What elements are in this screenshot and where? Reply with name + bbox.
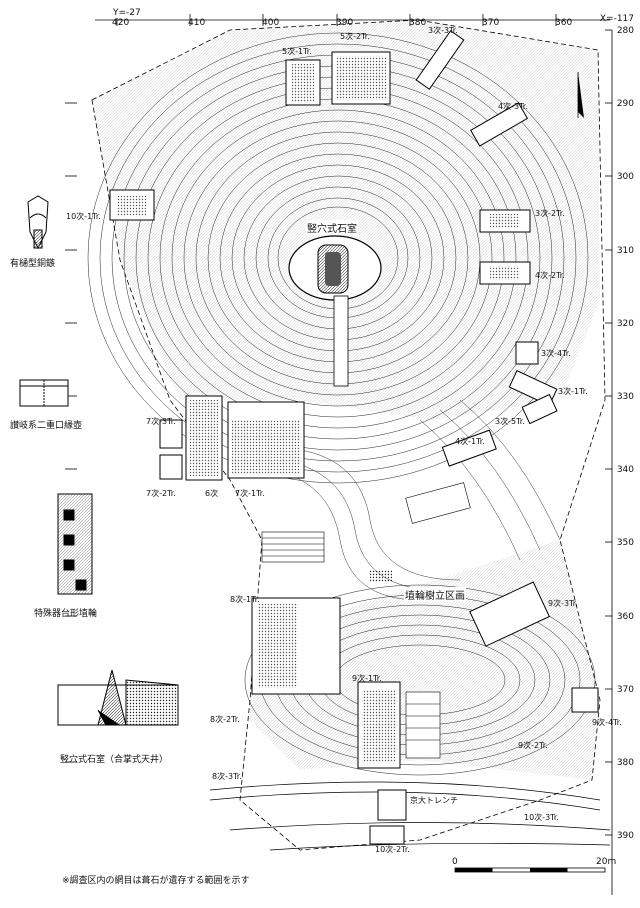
trench-label-9-3: 9次-3Tr. (548, 599, 578, 608)
trench-9-4 (571, 687, 599, 713)
x-tick-5: 330 (616, 392, 634, 402)
right-axis (605, 29, 613, 895)
trench-4-1 (441, 429, 497, 467)
trench-label-10-3: 10次-3Tr. (524, 813, 559, 822)
trench-label-8-2: 8次-2Tr. (210, 715, 240, 724)
trench-7-3 (159, 419, 183, 449)
trench-3-5 (521, 393, 558, 425)
haniwa-area-marker (370, 570, 392, 582)
y-tick-5: 370 (482, 18, 500, 28)
x-tick-8: 360 (616, 612, 634, 622)
trench-10-2 (369, 825, 405, 845)
trench-label-3-5: 3次-5Tr. (495, 417, 525, 426)
trench-label-7-3: 7次-3Tr. (146, 417, 176, 426)
trench-label-9-2: 9次-2Tr. (518, 741, 548, 750)
trench-label-5-2: 5次-2Tr. (340, 32, 370, 41)
scale-start-label: 0 (452, 857, 458, 867)
scale-end-label: 20m (596, 857, 617, 867)
y-prefix: Y=-27 (113, 8, 141, 18)
trench-3-3 (415, 30, 465, 90)
y-tick-1: 410 (188, 18, 206, 28)
trench-label-4-1: 4次-1Tr. (455, 437, 485, 446)
legend-special-haniwa: 特殊器台形埴輪 (34, 609, 98, 619)
trench-label-7-1: 7次-1Tr. (235, 489, 265, 498)
x-tick-1: 290 (616, 99, 634, 109)
sanuki-pot-drawing (19, 379, 69, 407)
trench-3-4 (515, 341, 539, 365)
trench-label-6: 6次 (205, 489, 219, 498)
x-prefix: X=-117 (599, 14, 634, 24)
legend-chamber-roof: 竪穴式石室（合掌式天井） (60, 755, 169, 765)
legend-bronze-arrow: 有樋型銅鏃 (10, 259, 56, 269)
y-tick-2: 400 (262, 18, 280, 28)
y-tick-0: 420 (112, 18, 130, 28)
trench-label-4-3: 4次-3Tr. (498, 102, 528, 111)
y-tick-3: 390 (336, 18, 354, 28)
trench-label-7-2: 7次-2Tr. (146, 489, 176, 498)
y-tick-4: 380 (409, 18, 427, 28)
roads (209, 781, 611, 851)
left-ticks (65, 102, 77, 763)
y-tick-6: 360 (555, 18, 573, 28)
trench-label-9-4: 9次-4Tr. (592, 718, 622, 727)
trench-label-3-3: 3次-3Tr. (428, 26, 458, 35)
trench-label-3-2: 3次-2Tr. (535, 209, 565, 218)
special-haniwa-drawing (57, 493, 93, 595)
kyodai-trench-label: 京大トレンチ (410, 796, 458, 805)
trench-label-5-1: 5次-1Tr. (282, 47, 312, 56)
trench-9-3 (469, 581, 550, 647)
x-tick-7: 350 (616, 538, 634, 548)
x-tick-3: 310 (616, 246, 634, 256)
middle-slope-contours (269, 399, 561, 601)
scale-bar (454, 867, 606, 873)
x-tick-11: 390 (616, 831, 634, 841)
trench-label-8-3: 8次-3Tr. (212, 772, 242, 781)
x-tick-4: 320 (616, 319, 634, 329)
trench-4-3 (470, 102, 529, 147)
steps (261, 482, 471, 759)
trench-label-4-2: 4次-2Tr. (535, 271, 565, 280)
figure-note: ※調査区内の網目は葺石が遺存する範囲を示す (62, 876, 250, 886)
trench-7-2 (159, 454, 183, 480)
trench-label-3-4: 3次-4Tr. (541, 349, 571, 358)
trench-label-9-1: 9次-1Tr. (352, 674, 382, 683)
fukiishi-remains (116, 56, 520, 762)
bronze-arrowhead-drawing (27, 195, 49, 250)
x-tick-2: 300 (616, 172, 634, 182)
x-tick-9: 370 (616, 685, 634, 695)
x-tick-0: 280 (616, 26, 634, 36)
trench-label-8-1: 8次-1Tr. (230, 595, 260, 604)
x-tick-10: 380 (616, 758, 634, 768)
trench-label-3-1: 3次-1Tr. (558, 387, 588, 396)
center-chamber-label: 竪穴式石室 (306, 220, 358, 235)
trench-label-10-1: 10次-1Tr. (66, 212, 101, 221)
chamber-roof-drawing (57, 669, 179, 726)
trench-label-10-2: 10次-2Tr. (375, 845, 410, 854)
legend-sanuki-pot: 讃岐系二重口縁壺 (10, 421, 83, 431)
top-axis (95, 14, 610, 26)
trench-10-3 (377, 789, 407, 821)
x-tick-6: 340 (616, 465, 634, 475)
haniwa-area-label: 埴輪樹立区画 (404, 587, 466, 602)
central-chamber (288, 235, 382, 387)
